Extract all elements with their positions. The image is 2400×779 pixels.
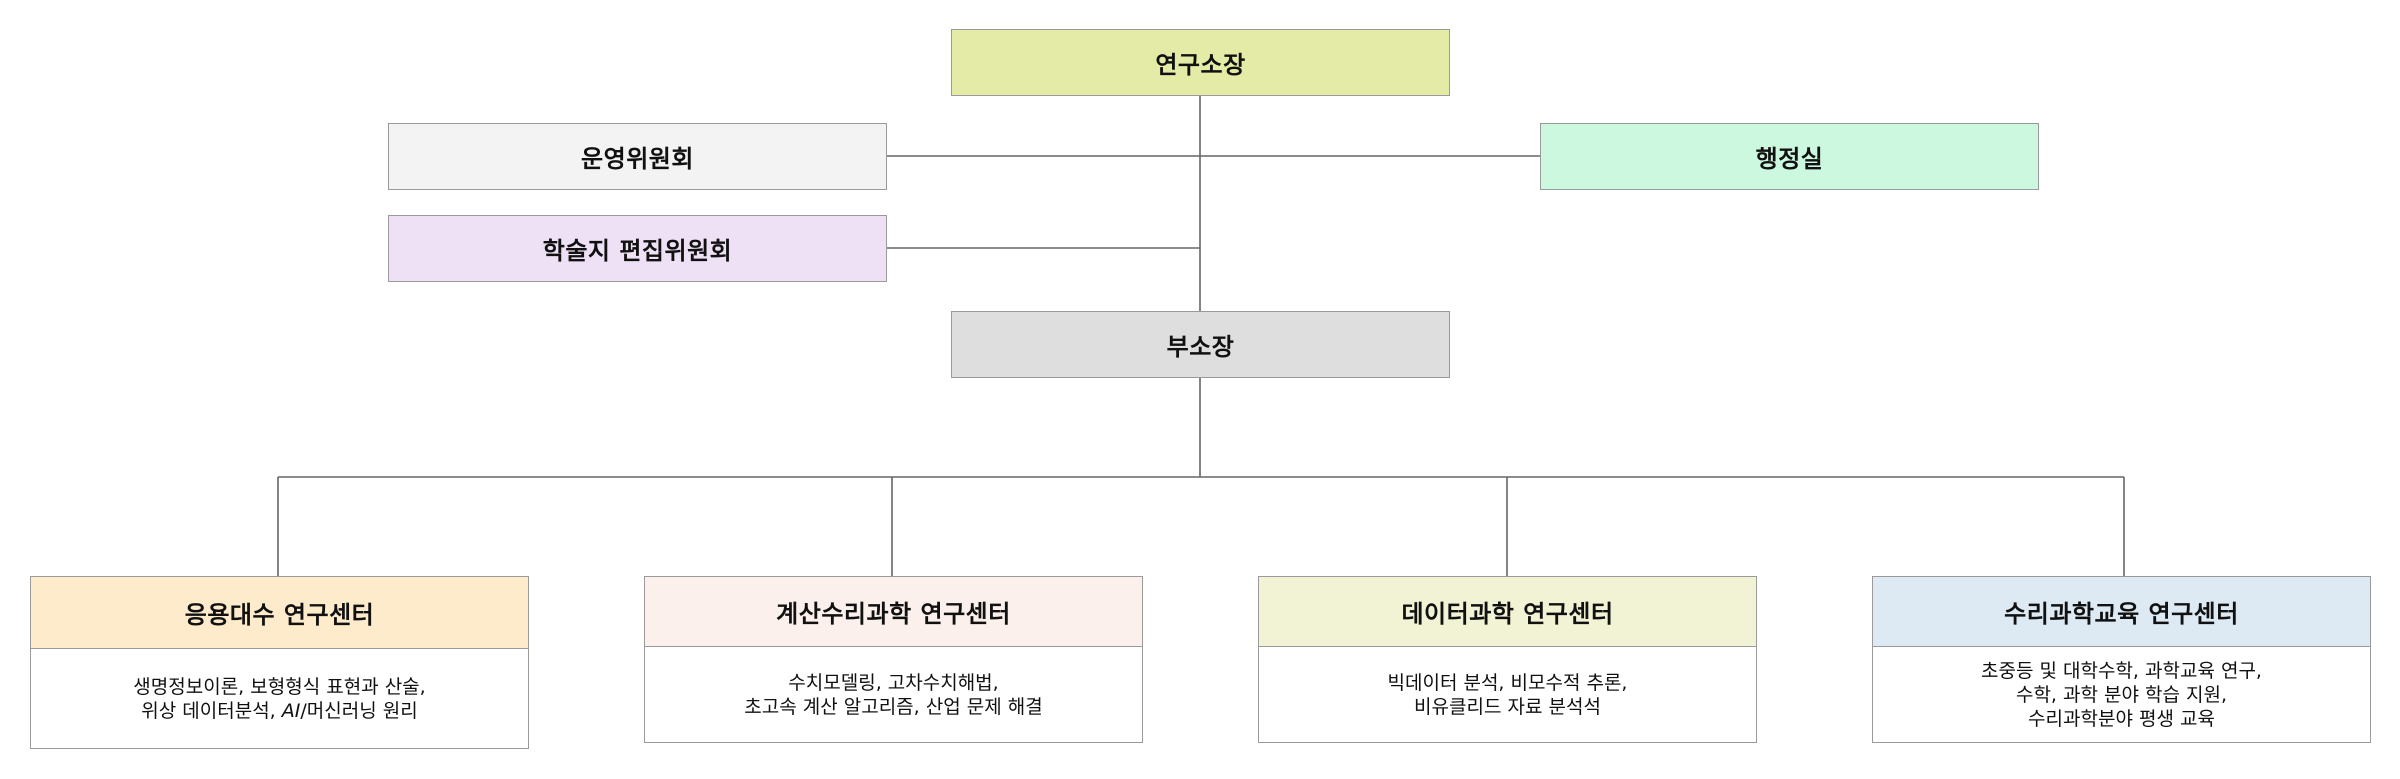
center-computational-math: 계산수리과학 연구센터 수치모델링, 고차수치해법, 초고속 계산 알고리즘, … <box>644 576 1143 743</box>
steering-committee-label: 운영위원회 <box>581 145 694 173</box>
center-description: 초중등 및 대학수학, 과학교육 연구, 수학, 과학 분야 학습 지원, 수리… <box>1873 647 2370 742</box>
center-title: 데이터과학 연구센터 <box>1259 577 1756 647</box>
center-description-line: 빅데이터 분석, 비모수적 추론, <box>1387 671 1628 694</box>
center-description-line: 수학, 과학 분야 학습 지원, <box>2015 683 2228 706</box>
administration-office-label: 행정실 <box>1755 145 1824 173</box>
center-description-line: 생명정보이론, 보형형식 표현과 산술, <box>133 675 426 698</box>
editorial-committee-box: 학술지 편집위원회 <box>388 215 887 282</box>
center-description-text: 위상 데이터분석, <box>141 699 282 722</box>
center-description: 수치모델링, 고차수치해법, 초고속 계산 알고리즘, 산업 문제 해결 <box>645 647 1142 742</box>
steering-committee-box: 운영위원회 <box>388 123 887 190</box>
center-title: 응용대수 연구센터 <box>31 577 528 649</box>
editorial-committee-label: 학술지 편집위원회 <box>542 237 733 265</box>
center-title: 수리과학교육 연구센터 <box>1873 577 2370 647</box>
center-description-text: /머신러닝 원리 <box>300 699 418 722</box>
center-description: 빅데이터 분석, 비모수적 추론, 비유클리드 자료 분석석 <box>1259 647 1756 742</box>
administration-office-box: 행정실 <box>1540 123 2039 190</box>
director-label: 연구소장 <box>1155 51 1246 79</box>
center-description-text: AI <box>281 699 301 722</box>
director-box: 연구소장 <box>951 29 1450 96</box>
center-description-line: 위상 데이터분석, AI/머신러닝 원리 <box>141 699 417 723</box>
center-title: 계산수리과학 연구센터 <box>645 577 1142 647</box>
center-description: 생명정보이론, 보형형식 표현과 산술, 위상 데이터분석, AI/머신러닝 원… <box>31 649 528 748</box>
center-description-line: 초고속 계산 알고리즘, 산업 문제 해결 <box>744 695 1043 718</box>
center-description-line: 수리과학분야 평생 교육 <box>2028 707 2215 730</box>
center-description-line: 수치모델링, 고차수치해법, <box>788 671 999 694</box>
deputy-director-box: 부소장 <box>951 311 1450 378</box>
center-description-line: 비유클리드 자료 분석석 <box>1414 695 1601 718</box>
center-data-science: 데이터과학 연구센터 빅데이터 분석, 비모수적 추론, 비유클리드 자료 분석… <box>1258 576 1757 743</box>
center-math-education: 수리과학교육 연구센터 초중등 및 대학수학, 과학교육 연구, 수학, 과학 … <box>1872 576 2371 743</box>
center-description-line: 초중등 및 대학수학, 과학교육 연구, <box>1981 659 2262 682</box>
deputy-director-label: 부소장 <box>1166 333 1235 361</box>
center-applied-algebra: 응용대수 연구센터 생명정보이론, 보형형식 표현과 산술, 위상 데이터분석,… <box>30 576 529 749</box>
